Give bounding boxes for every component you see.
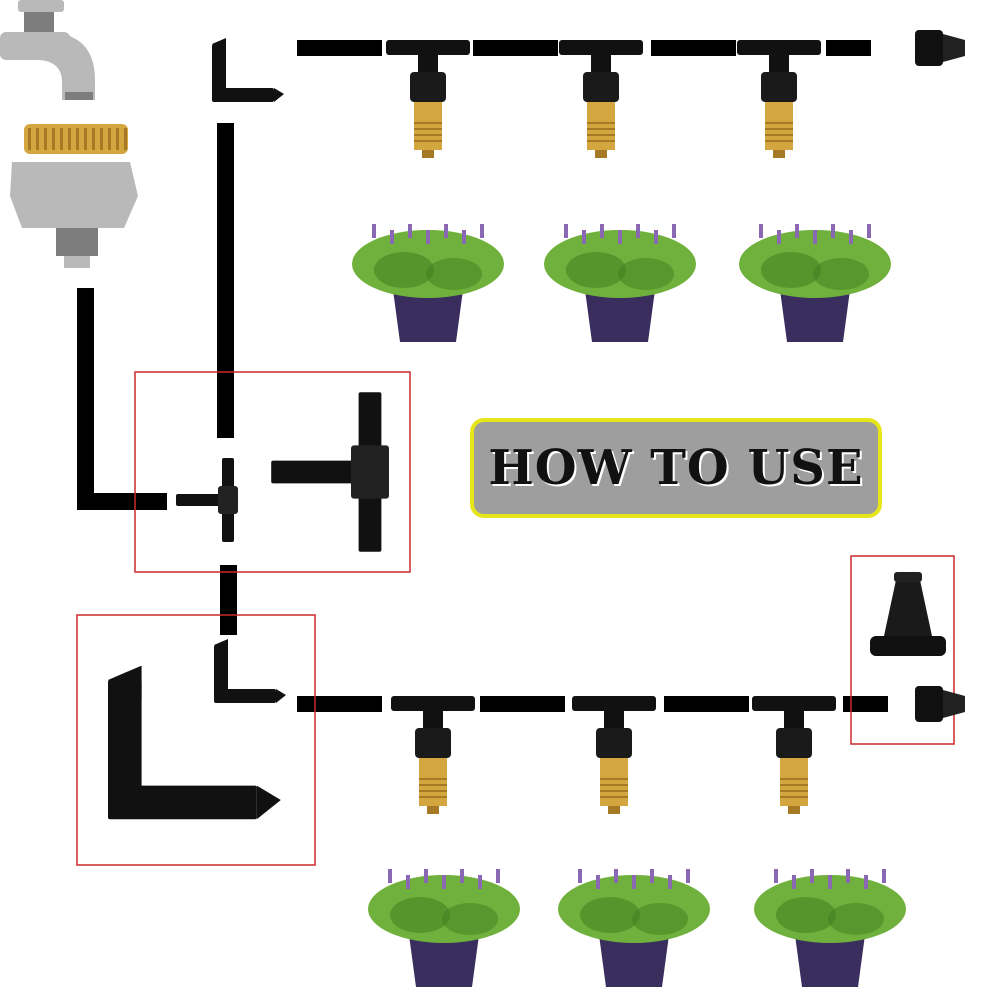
- tee-connector: [176, 458, 238, 542]
- highlight-box: [134, 371, 411, 573]
- title-banner: HOW TO USE: [470, 418, 882, 518]
- end-plug: [915, 686, 965, 722]
- tube-segment: [77, 288, 94, 503]
- elbow-connector: [212, 38, 284, 102]
- tube-segment: [473, 40, 558, 56]
- tube-segment: [77, 493, 167, 510]
- tube-segment: [651, 40, 736, 56]
- components-layer: [0, 0, 965, 987]
- brass-mist-nozzle: [752, 696, 836, 814]
- highlight-box: [850, 555, 955, 745]
- brass-mist-nozzle: [559, 40, 643, 158]
- faucet-icon: [0, 0, 95, 100]
- highlight-box: [76, 614, 316, 866]
- page-title: HOW TO USE: [488, 440, 864, 496]
- tube-segment: [826, 40, 871, 56]
- brass-hose-adapter: [10, 124, 138, 268]
- end-plug: [915, 30, 965, 66]
- tube-segment: [217, 123, 234, 438]
- elbow-connector: [214, 639, 286, 703]
- end-plug: [870, 572, 946, 656]
- tube-segment: [297, 696, 382, 712]
- elbow-connector: [108, 665, 281, 820]
- tubing-layer: [77, 40, 888, 712]
- potted-lavender: [544, 224, 696, 342]
- potted-lavender: [352, 224, 504, 342]
- tube-segment: [297, 40, 382, 56]
- tube-segment: [220, 565, 237, 635]
- tube-segment: [480, 696, 565, 712]
- tee-connector: [271, 392, 389, 552]
- potted-lavender: [754, 869, 906, 987]
- tube-segment: [843, 696, 888, 712]
- potted-lavender: [739, 224, 891, 342]
- tube-segment: [664, 696, 749, 712]
- brass-mist-nozzle: [391, 696, 475, 814]
- brass-mist-nozzle: [737, 40, 821, 158]
- brass-mist-nozzle: [386, 40, 470, 158]
- potted-lavender: [558, 869, 710, 987]
- potted-lavender: [368, 869, 520, 987]
- highlight-boxes: [76, 371, 955, 866]
- brass-mist-nozzle: [572, 696, 656, 814]
